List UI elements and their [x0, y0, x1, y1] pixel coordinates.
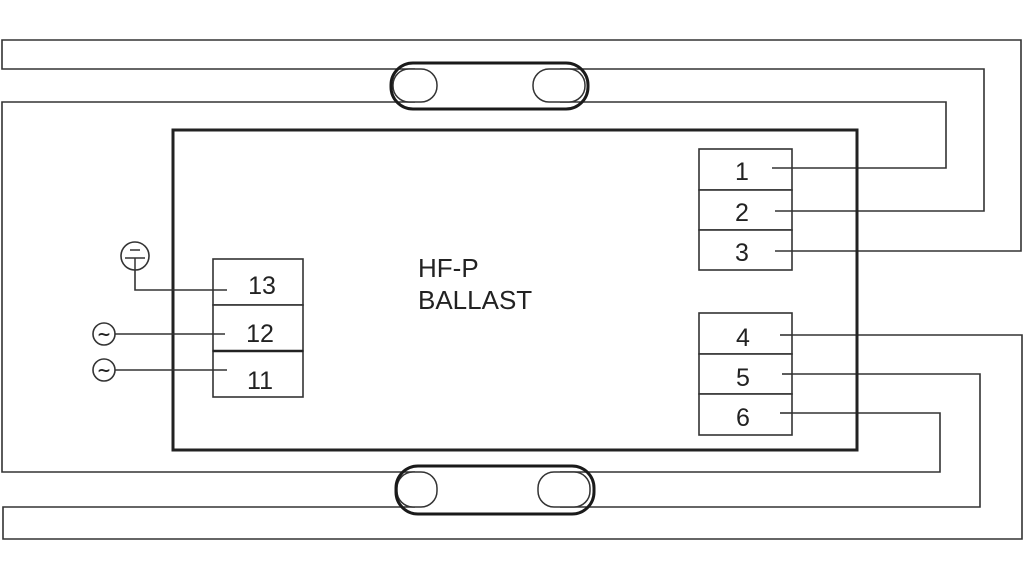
svg-text:~: ~ — [97, 325, 111, 345]
terminal-13: 13 — [248, 272, 276, 300]
terminal-3: 3 — [735, 239, 749, 267]
lamp-top — [389, 61, 590, 111]
terminal-4: 4 — [736, 324, 750, 352]
ballast-title-line2: BALLAST — [418, 285, 532, 315]
svg-text:~: ~ — [97, 361, 111, 381]
terminal-12: 12 — [246, 320, 274, 348]
ac-source-icon: ~ — [92, 358, 116, 382]
wire-terminal-4 — [2, 334, 1023, 540]
wire-terminal-13 — [134, 270, 227, 291]
wire-terminal-5 — [560, 373, 981, 508]
wires — [1, 39, 1023, 540]
wire-terminal-3 — [1, 39, 1022, 252]
ballast-title-line1: HF-P — [418, 253, 479, 283]
terminal-block-input: 13 12 11 — [115, 258, 304, 398]
wire-lamp-link — [1, 101, 415, 473]
ac-source-icon: ~ — [92, 322, 116, 346]
terminal-block-output-bottom: 4 5 6 — [698, 312, 793, 436]
terminal-1: 1 — [735, 158, 749, 186]
lamp-bottom — [394, 464, 596, 516]
terminal-6: 6 — [736, 404, 750, 432]
wire-terminal-6 — [560, 412, 941, 473]
terminal-block-output-top: 1 2 3 — [698, 148, 793, 271]
terminal-11: 11 — [247, 367, 273, 395]
wire-terminal-2 — [560, 68, 985, 212]
terminal-2: 2 — [735, 199, 749, 227]
wire-terminal-1 — [560, 101, 947, 169]
earth-ground-icon — [120, 241, 150, 271]
terminal-5: 5 — [736, 364, 750, 392]
